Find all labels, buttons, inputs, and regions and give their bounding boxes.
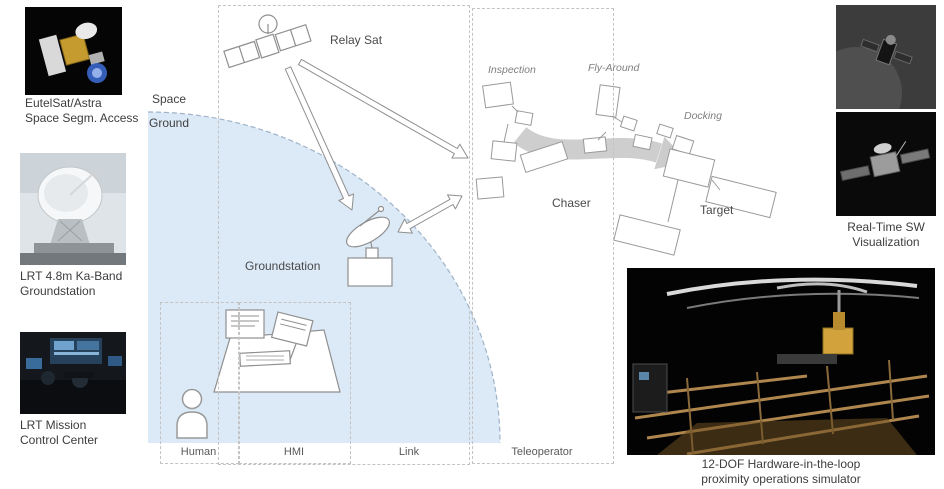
satellite-art: [839, 141, 931, 182]
hmi-column-label: HMI: [283, 446, 305, 458]
eutelsat-photo: [25, 7, 122, 95]
eutelsat-caption: EutelSat/Astra Space Segm. Access: [25, 96, 138, 126]
space-label: Space: [152, 92, 187, 106]
link-column-label: Link: [398, 446, 420, 458]
simulator-caption: 12-DOF Hardware-in-the-loop proximity op…: [627, 457, 935, 487]
visualization-top-art: [836, 5, 936, 109]
caption-line: 12-DOF Hardware-in-the-loop: [701, 457, 861, 471]
link-segment-box: [218, 5, 470, 465]
target-sketch: [613, 123, 777, 256]
caption-line: Visualization: [852, 235, 920, 249]
inspection-phase-label: Inspection: [488, 64, 536, 76]
caption-line: Groundstation: [20, 284, 96, 298]
satellite-art: [860, 34, 913, 66]
mission-control-photo: [20, 332, 126, 414]
hmi-segment-box: [239, 302, 351, 464]
visualization-photo-bottom: [836, 112, 936, 216]
groundstation-label: Groundstation: [245, 259, 321, 273]
human-segment-box: [160, 302, 239, 464]
eutelsat-photo-art: [25, 7, 122, 95]
caption-line: Real-Time SW: [847, 220, 925, 234]
caption-line: EutelSat/Astra: [25, 96, 102, 110]
teleoperator-segment-box: [472, 8, 614, 464]
ground-label: Ground: [149, 116, 190, 130]
groundstation-caption: LRT 4.8m Ka-Band Groundstation: [20, 269, 122, 299]
ceiling-rail-art: [666, 277, 918, 296]
groundstation-photo-art: [20, 153, 126, 265]
teleoperator-column-label: Teleoperator: [511, 446, 573, 458]
groundstation-photo: [20, 153, 126, 265]
mission-control-photo-art: [20, 332, 126, 414]
caption-line: LRT 4.8m Ka-Band: [20, 269, 123, 283]
chaser-label: Chaser: [552, 196, 591, 210]
satellite-art: [38, 22, 105, 77]
caption-line: proximity operations simulator: [701, 472, 861, 486]
visualization-photo-top: [836, 5, 936, 109]
simulator-photo-art: [627, 268, 935, 455]
satellite-mockup-art: [822, 327, 854, 355]
simulator-photo: [627, 268, 935, 455]
caption-line: LRT Mission: [20, 418, 87, 432]
relay-sat-label: Relay Sat: [330, 33, 383, 47]
human-column-label: Human: [180, 446, 217, 458]
caption-line: Space Segm. Access: [25, 111, 139, 125]
target-label: Target: [700, 203, 734, 217]
fly-around-phase-label: Fly-Around: [588, 62, 640, 74]
visualization-caption: Real-Time SW Visualization: [836, 220, 936, 250]
caption-line: Control Center: [20, 433, 99, 447]
docking-phase-label: Docking: [684, 110, 722, 122]
visualization-bottom-art: [836, 112, 936, 216]
mission-control-caption: LRT Mission Control Center: [20, 418, 98, 448]
